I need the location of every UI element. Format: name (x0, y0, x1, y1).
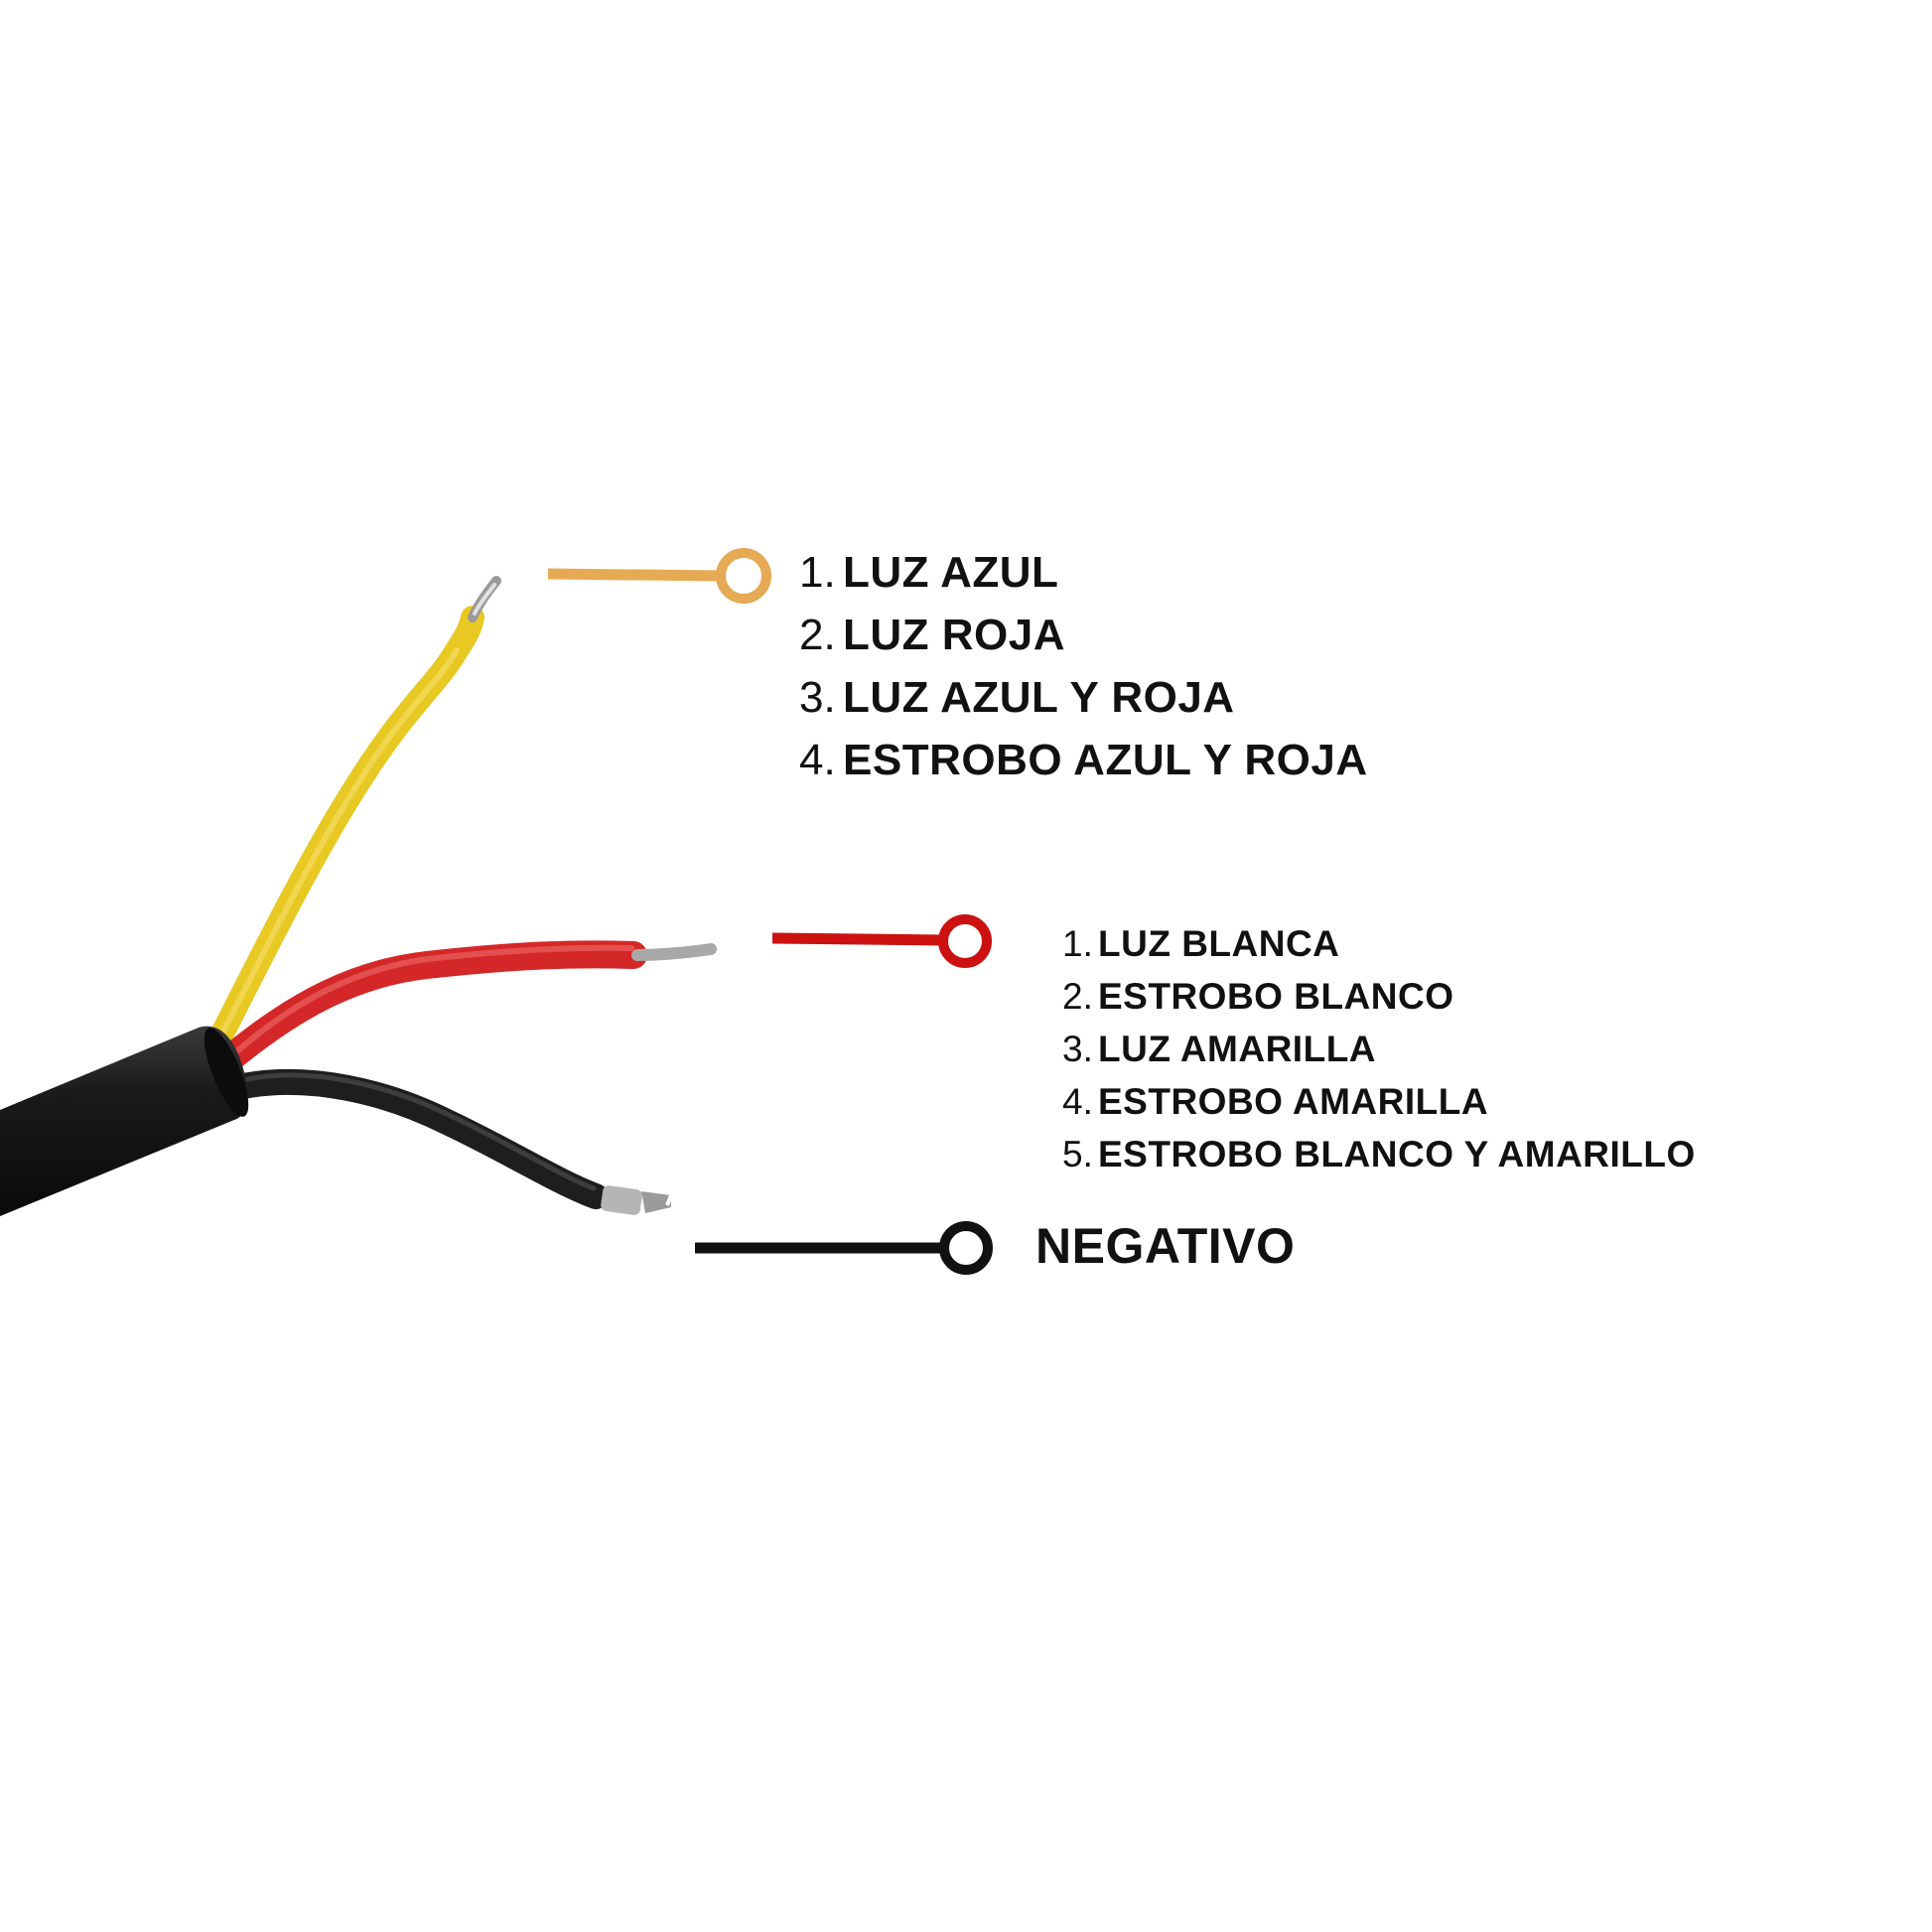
item-label: LUZ ROJA (843, 611, 1065, 659)
item-number: 4. (1062, 1081, 1093, 1122)
item-label: ESTROBO BLANCO (1098, 976, 1454, 1017)
list-item: 5. ESTROBO BLANCO Y AMARILLO (1062, 1128, 1696, 1180)
black-wire-tip (601, 1185, 673, 1215)
red-callout-circle (938, 914, 992, 968)
list-item: 3. LUZ AZUL Y ROJA (799, 666, 1368, 729)
list-item: 2. LUZ ROJA (799, 604, 1368, 666)
item-label: ESTROBO AMARILLA (1098, 1081, 1489, 1122)
red-callout-line (771, 932, 946, 946)
cable-photo (0, 576, 717, 1216)
item-label: LUZ AZUL Y ROJA (843, 673, 1235, 722)
negativo-label: NEGATIVO (1035, 1218, 1296, 1274)
item-label: LUZ AMARILLA (1098, 1029, 1377, 1069)
black-callout (695, 1221, 993, 1275)
item-number: 3. (1062, 1029, 1093, 1069)
red-wire-function-list: 1. LUZ BLANCA 2. ESTROBO BLANCO 3. LUZ A… (1062, 917, 1696, 1180)
item-number: 5. (1062, 1134, 1093, 1174)
item-number: 1. (1062, 923, 1093, 964)
item-number: 1. (799, 548, 836, 597)
list-item: 4. ESTROBO AMARILLA (1062, 1075, 1696, 1128)
item-label: ESTROBO AZUL Y ROJA (843, 736, 1368, 784)
red-wire (216, 940, 647, 1072)
red-callout (771, 914, 992, 968)
yellow-callout-line (547, 568, 726, 582)
item-number: 2. (1062, 976, 1093, 1017)
item-number: 3. (799, 673, 836, 722)
item-label: LUZ AZUL (843, 548, 1059, 597)
item-label: ESTROBO BLANCO Y AMARILLO (1098, 1134, 1696, 1174)
list-item: 3. LUZ AMARILLA (1062, 1023, 1696, 1075)
list-item: 4. ESTROBO AZUL Y ROJA (799, 729, 1368, 791)
yellow-callout (547, 548, 771, 604)
red-wire-tip (631, 943, 717, 961)
list-item: 1. LUZ AZUL (799, 541, 1368, 604)
black-wire (225, 1068, 609, 1209)
list-item: 2. ESTROBO BLANCO (1062, 970, 1696, 1023)
cable-jacket (0, 1026, 247, 1216)
yellow-wire-function-list: 1. LUZ AZUL 2. LUZ ROJA 3. LUZ AZUL Y RO… (799, 541, 1368, 791)
yellow-callout-circle (716, 548, 771, 604)
item-number: 2. (799, 611, 836, 659)
list-item: 1. LUZ BLANCA (1062, 917, 1696, 970)
item-number: 4. (799, 736, 836, 784)
black-callout-circle (939, 1221, 993, 1275)
item-label: LUZ BLANCA (1098, 923, 1340, 964)
